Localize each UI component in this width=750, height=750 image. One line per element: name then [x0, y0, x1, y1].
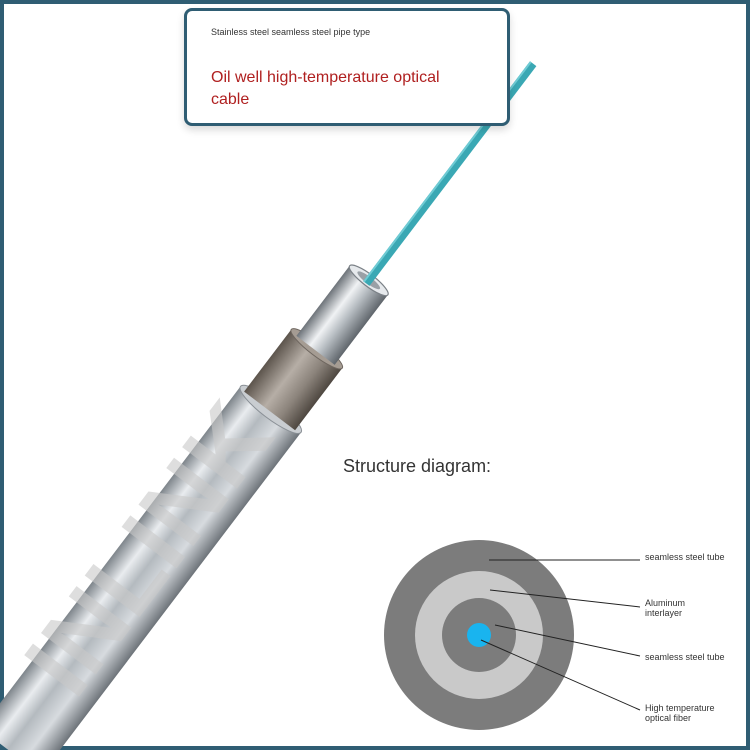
card-title: Oil well high-temperature optical cable	[211, 69, 440, 108]
legend-optical-fiber: High temperature optical fiber	[645, 703, 715, 723]
legend-aluminum-interlayer: Aluminum interlayer	[645, 598, 686, 618]
watermark: INLINK	[3, 382, 294, 715]
structure-heading: Structure diagram:	[343, 456, 492, 476]
legend-outer-steel-tube: seamless steel tube	[645, 552, 725, 562]
card-subtitle: Stainless steel seamless steel pipe type	[211, 27, 371, 37]
outer-steel-tube	[0, 386, 302, 750]
fiber-core	[467, 623, 491, 647]
legend-inner-steel-tube: seamless steel tube	[645, 652, 725, 662]
cross-section-diagram	[384, 540, 641, 730]
title-card: Stainless steel seamless steel pipe type…	[184, 8, 510, 126]
watermark-text: INLINK	[3, 382, 294, 715]
inner-steel-tube	[296, 265, 388, 365]
